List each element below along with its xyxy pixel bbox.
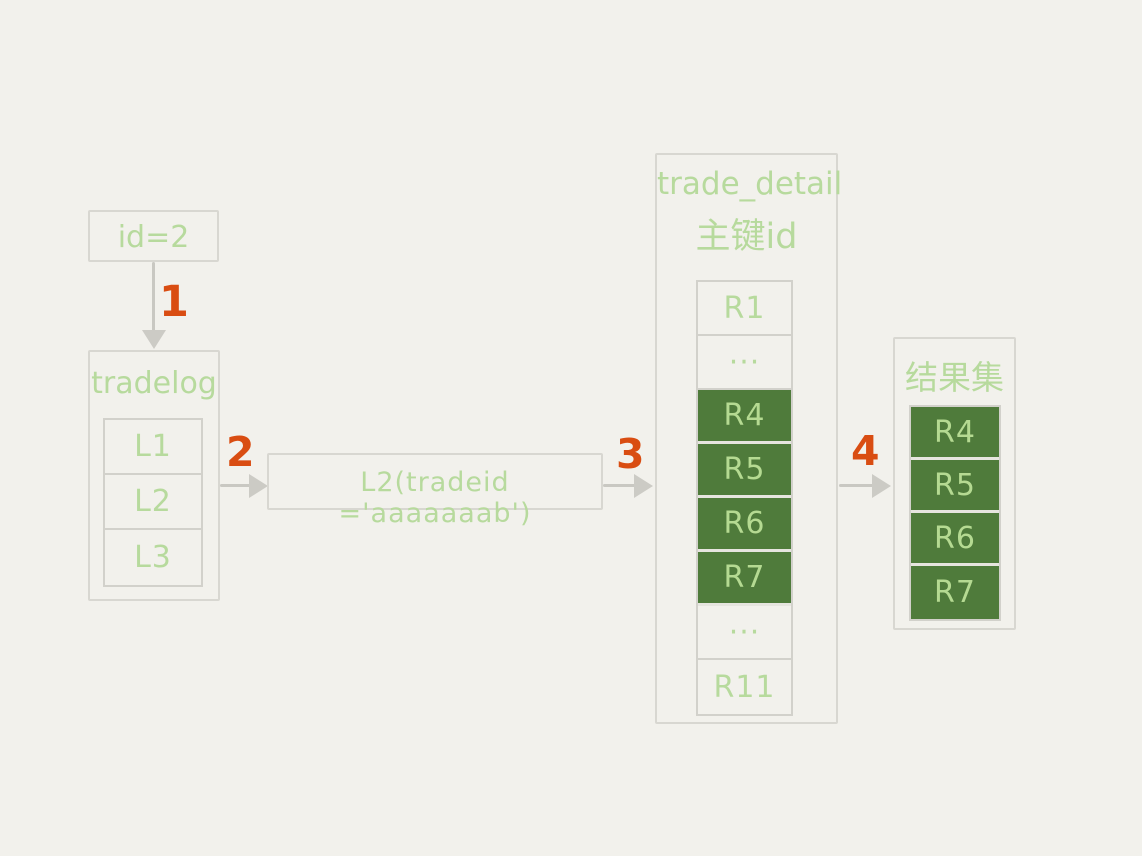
trade-detail-title: trade_detail — [657, 166, 843, 202]
trade-detail-box: trade_detail 主键id — [655, 153, 843, 724]
table-row: R4 — [698, 390, 791, 444]
table-row: L2 — [105, 475, 201, 530]
arrow-2-head-icon — [249, 474, 268, 498]
arrow-3-line — [603, 484, 637, 487]
condition-box: L2(tradeid ='aaaaaaab') — [267, 453, 603, 529]
table-row: R7 — [698, 552, 791, 606]
table-row: R1 — [698, 282, 791, 336]
arrow-1-head-icon — [142, 330, 166, 349]
table-row: R5 — [911, 460, 999, 513]
trade-detail-subtitle: 主键id — [695, 217, 798, 257]
tradelog-box: tradelog — [88, 350, 220, 601]
table-row: L3 — [134, 540, 172, 575]
arrow-2-line — [220, 484, 252, 487]
step-3-label: 3 — [616, 430, 645, 478]
step-4-label: 4 — [851, 427, 880, 475]
arrow-1-line — [152, 262, 155, 332]
table-row: R11 — [713, 669, 776, 705]
table-row: R5 — [698, 444, 791, 498]
table-row: R6 — [911, 513, 999, 566]
table-row: R4 — [911, 407, 999, 460]
result-set-box: 结果集 — [893, 337, 1016, 630]
condition-label: L2(tradeid ='aaaaaaab') — [338, 467, 532, 529]
step-2-label: 2 — [226, 428, 255, 476]
arrow-4-line — [839, 484, 875, 487]
table-row: L1 — [105, 420, 201, 475]
arrow-4-head-icon — [872, 474, 891, 498]
table-row: ··· — [698, 606, 791, 660]
id-value-label: id=2 — [117, 220, 190, 255]
table-row: R7 — [911, 566, 999, 619]
result-set-title: 结果集 — [905, 358, 1004, 397]
id-value-box: id=2 — [88, 210, 219, 262]
table-row: ··· — [698, 336, 791, 390]
arrow-3-head-icon — [634, 474, 653, 498]
step-1-label: 1 — [159, 277, 189, 327]
table-row: R6 — [698, 498, 791, 552]
tradelog-title: tradelog — [91, 366, 217, 401]
